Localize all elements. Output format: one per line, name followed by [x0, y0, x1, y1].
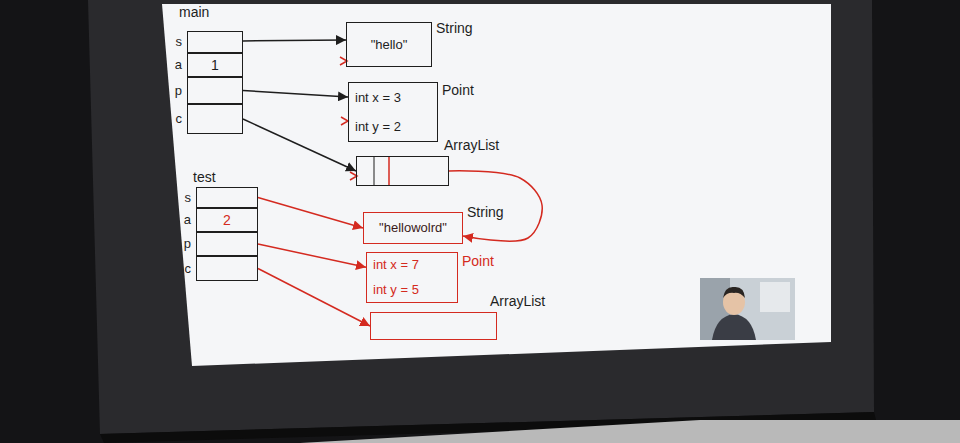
variable-name: s	[176, 34, 183, 50]
variable-name: p	[184, 236, 191, 252]
variable-name: a	[184, 212, 191, 228]
webcam-window	[760, 282, 790, 312]
object-value: "hellowolrd"	[379, 220, 447, 236]
stack-cell: p	[187, 77, 243, 104]
list-divider	[388, 157, 390, 185]
variable-name: p	[175, 83, 182, 99]
monitor-stand	[300, 420, 960, 443]
object-box: int x = 3int y = 2Point	[348, 82, 438, 142]
list-box: ArrayList	[356, 156, 449, 186]
field: int y = 5	[373, 282, 419, 298]
monitor-screen	[88, 0, 874, 434]
reference-arrow	[258, 244, 366, 267]
variable-name: c	[185, 261, 192, 277]
webcam-frame	[700, 278, 795, 340]
reference-arrow	[258, 198, 363, 229]
webcam-hair	[723, 287, 745, 298]
webcam-body	[712, 314, 756, 340]
type-name: String	[467, 204, 504, 221]
stack-cell: s	[196, 187, 258, 208]
reference-arrow	[243, 119, 356, 171]
object-box: "hellowolrd"String	[363, 212, 463, 244]
list-box: ArrayList	[370, 312, 497, 340]
type-name: Point	[442, 82, 474, 99]
change-mark	[341, 117, 348, 125]
frame-name: main	[179, 4, 209, 21]
field: int y = 2	[355, 119, 401, 135]
object-value: "hello"	[371, 37, 408, 53]
reference-arrow	[258, 269, 370, 327]
type-name: ArrayList	[490, 293, 545, 310]
variable-name: c	[176, 111, 183, 127]
variable-value: 1	[211, 57, 219, 74]
frame-name: test	[193, 169, 216, 186]
variable-name: s	[185, 190, 192, 206]
reference-arrow	[243, 91, 348, 98]
stack-cell: p	[196, 232, 258, 256]
stack-cell: 2a	[196, 208, 258, 232]
stack-cell: c	[196, 256, 258, 281]
stack-cell: 1a	[187, 53, 243, 77]
type-name: String	[436, 20, 473, 37]
field: int x = 7	[373, 257, 419, 273]
type-name: Point	[462, 253, 494, 270]
stack-cell: s	[187, 31, 243, 53]
stack-cell: c	[187, 104, 243, 134]
field: int x = 3	[355, 90, 401, 106]
reference-arrow	[243, 39, 346, 41]
slide-area	[162, 4, 831, 366]
list-divider	[374, 157, 375, 185]
type-name: ArrayList	[444, 137, 499, 154]
object-box: "hello"String	[346, 22, 432, 67]
variable-name: a	[175, 57, 182, 73]
variable-value: 2	[223, 212, 231, 229]
webcam-inset	[700, 278, 795, 340]
object-box: int x = 7int y = 5Point	[366, 252, 458, 303]
